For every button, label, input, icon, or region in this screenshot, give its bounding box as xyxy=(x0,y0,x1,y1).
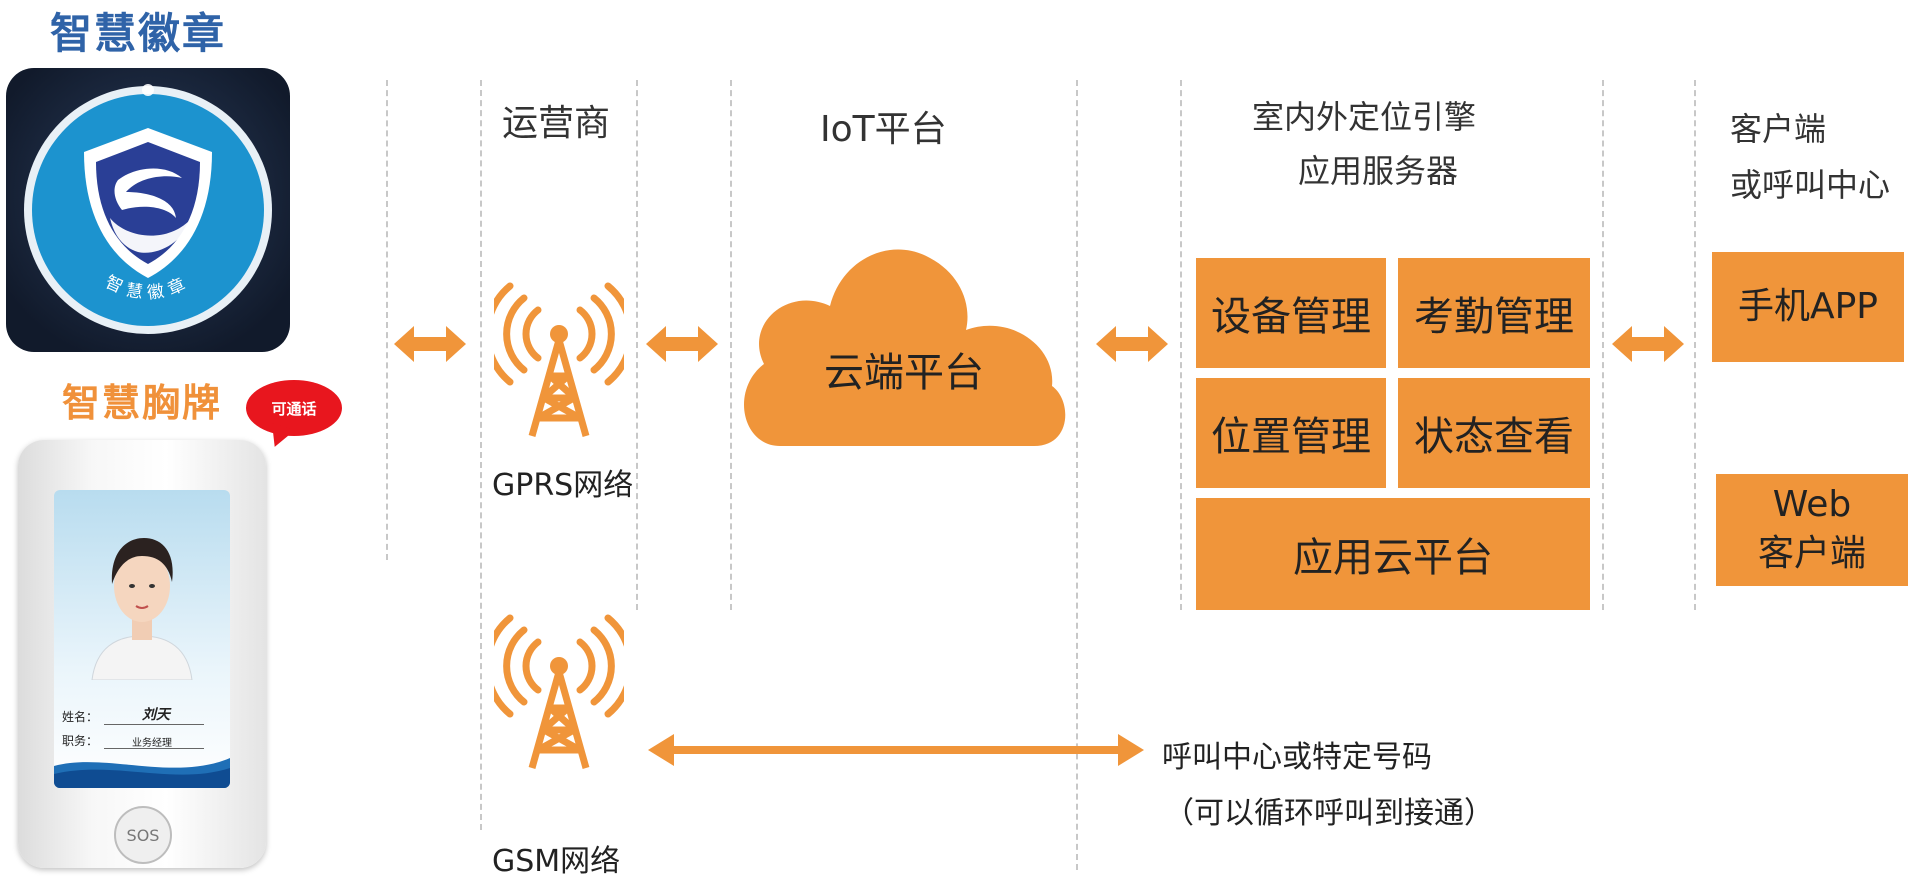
double-arrow-icon xyxy=(648,734,1144,766)
column-title-iot: IoT平台 xyxy=(820,109,947,150)
card-name-value: 刘天 xyxy=(142,707,170,723)
web-client-line1: Web xyxy=(1772,484,1852,526)
column-title-engine-2: 应用服务器 xyxy=(1298,152,1459,190)
cloud-platform-label: 云端平台 xyxy=(824,350,984,396)
separator-7 xyxy=(1602,80,1604,610)
card-job-label: 职务： xyxy=(62,734,99,748)
shield-logo-icon xyxy=(84,128,212,278)
status-view-box: 状态查看 xyxy=(1398,378,1590,488)
column-title-operator: 运营商 xyxy=(502,103,611,144)
tower-icon xyxy=(494,614,624,769)
separator-8 xyxy=(1694,80,1696,610)
call-center-line1: 呼叫中心或特定号码 xyxy=(1162,740,1432,775)
gprs-network-label: GPRS网络 xyxy=(492,468,634,503)
smart-card-device: 姓名： 刘天 职务： 业务经理 SOS xyxy=(18,440,266,868)
cloud-icon xyxy=(743,249,1066,446)
column-title-client-1: 客户端 xyxy=(1730,110,1827,148)
badge-title: 智慧徽章 xyxy=(50,9,227,58)
double-arrow-icon xyxy=(1612,326,1684,362)
double-arrow-icon xyxy=(646,326,718,362)
separator-6 xyxy=(1180,80,1182,610)
card-screen-wave xyxy=(54,758,230,788)
card-screen: 姓名： 刘天 职务： 业务经理 xyxy=(54,490,230,788)
tower-icon xyxy=(494,282,624,437)
web-client-box: Web 客户端 xyxy=(1716,474,1908,586)
mobile-app-label: 手机APP xyxy=(1737,285,1879,327)
separator-3 xyxy=(636,80,638,610)
call-bubble: 可通话 xyxy=(246,380,342,436)
device-management-box: 设备管理 xyxy=(1196,258,1386,368)
separator-2 xyxy=(480,80,482,830)
separator-5 xyxy=(1076,80,1078,870)
column-title-client-2: 或呼叫中心 xyxy=(1730,166,1891,204)
person-photo xyxy=(91,538,193,680)
double-arrow-icon xyxy=(394,326,466,362)
app-cloud-platform-box: 应用云平台 xyxy=(1196,498,1590,610)
web-client-line2: 客户端 xyxy=(1757,533,1866,574)
sos-button: SOS xyxy=(114,806,172,864)
gsm-network-label: GSM网络 xyxy=(492,844,621,879)
separator-1 xyxy=(386,80,388,560)
column-title-engine-1: 室内外定位引擎 xyxy=(1252,98,1477,136)
mobile-app-box: 手机APP xyxy=(1712,252,1904,362)
card-title: 智慧胸牌 xyxy=(62,381,223,425)
location-management-box: 位置管理 xyxy=(1196,378,1386,488)
separator-4 xyxy=(730,80,732,610)
attendance-management-box: 考勤管理 xyxy=(1398,258,1590,368)
double-arrow-icon xyxy=(1096,326,1168,362)
call-center-line2: （可以循环呼叫到接通） xyxy=(1164,796,1494,831)
card-name-label: 姓名： xyxy=(62,710,99,724)
smart-badge-image: 智慧徽章 xyxy=(6,68,290,352)
card-job-value: 业务经理 xyxy=(132,738,172,749)
